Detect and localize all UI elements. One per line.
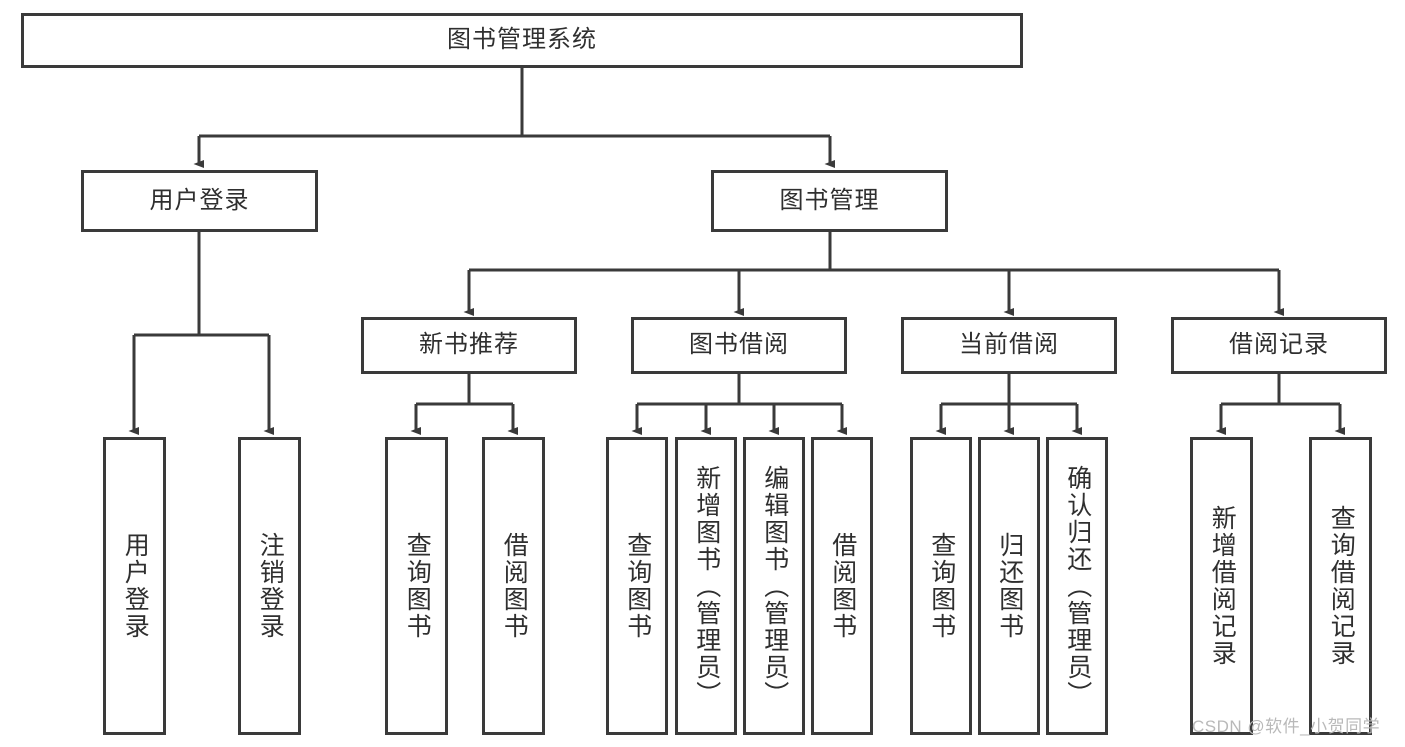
node-label: 借阅图书 (500, 532, 529, 640)
node-label: 查询图书 (403, 532, 432, 640)
node-user-login[interactable]: 用户登录 (81, 170, 318, 232)
node-label: 确认归还（管理员） (1063, 464, 1092, 708)
node-borrow-record[interactable]: 借阅记录 (1171, 317, 1387, 374)
csdn-watermark: CSDN @软件_小贺同学 (1192, 717, 1381, 736)
node-new-book-recommend[interactable]: 新书推荐 (361, 317, 577, 374)
leaf-borrow-record-add-record[interactable]: 新增借阅记录 (1190, 437, 1253, 735)
node-label: 借阅记录 (1229, 331, 1329, 359)
node-label: 注销登录 (256, 532, 285, 640)
node-book-management[interactable]: 图书管理 (711, 170, 948, 232)
leaf-current-borrow-return-book[interactable]: 归还图书 (978, 437, 1040, 735)
node-label: 归还图书 (995, 532, 1024, 640)
node-label: 图书借阅 (689, 331, 789, 359)
node-book-borrow[interactable]: 图书借阅 (631, 317, 847, 374)
node-label: 用户登录 (121, 532, 150, 640)
node-root-book-management-system[interactable]: 图书管理系统 (21, 13, 1023, 68)
node-current-borrow[interactable]: 当前借阅 (901, 317, 1117, 374)
node-label: 查询图书 (623, 532, 652, 640)
leaf-book-borrow-add-book-admin[interactable]: 新增图书（管理员） (675, 437, 737, 735)
node-label: 用户登录 (149, 186, 250, 214)
node-label: 查询图书 (927, 532, 956, 640)
leaf-new-book-borrow-book[interactable]: 借阅图书 (482, 437, 545, 735)
node-label: 编辑图书（管理员） (760, 464, 789, 708)
leaf-user-login-login[interactable]: 用户登录 (103, 437, 166, 735)
node-label: 新书推荐 (419, 331, 519, 359)
leaf-book-borrow-borrow-book[interactable]: 借阅图书 (811, 437, 873, 735)
node-label: 查询借阅记录 (1327, 505, 1356, 667)
node-label: 当前借阅 (959, 331, 1059, 359)
node-label: 借阅图书 (828, 532, 857, 640)
leaf-user-login-logout[interactable]: 注销登录 (238, 437, 301, 735)
leaf-current-borrow-query-book[interactable]: 查询图书 (910, 437, 972, 735)
leaf-book-borrow-query-book[interactable]: 查询图书 (606, 437, 668, 735)
leaf-book-borrow-edit-book-admin[interactable]: 编辑图书（管理员） (743, 437, 805, 735)
leaf-borrow-record-query-record[interactable]: 查询借阅记录 (1309, 437, 1372, 735)
leaf-new-book-query-book[interactable]: 查询图书 (385, 437, 448, 735)
node-label: 新增图书（管理员） (692, 464, 721, 708)
node-label: 图书管理系统 (447, 26, 597, 54)
node-label: 新增借阅记录 (1208, 505, 1237, 667)
node-label: 图书管理 (779, 186, 880, 214)
leaf-current-borrow-confirm-return-admin[interactable]: 确认归还（管理员） (1046, 437, 1108, 735)
